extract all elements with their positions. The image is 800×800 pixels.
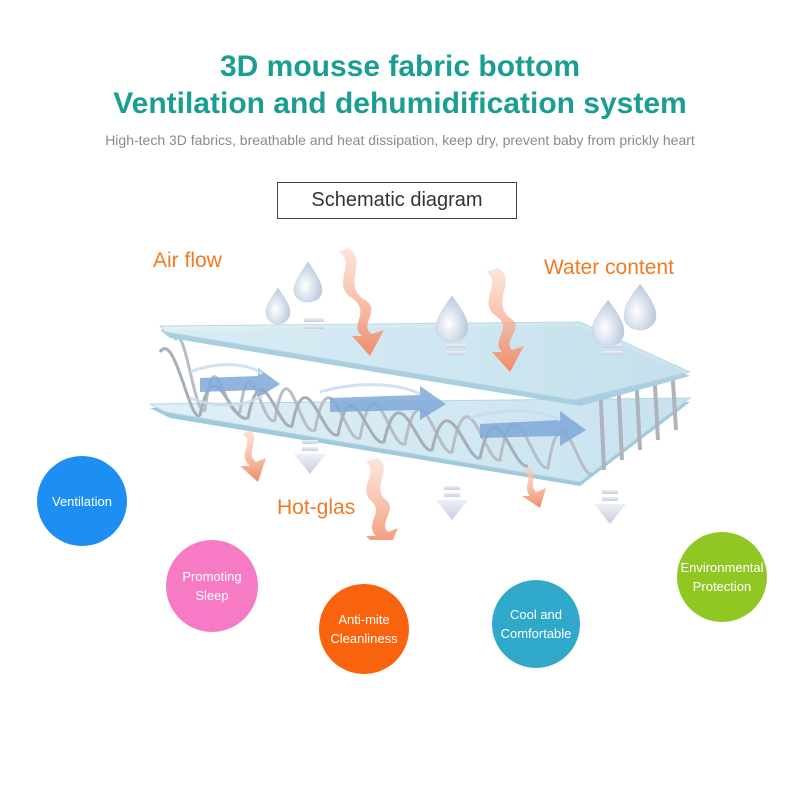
page-title-line2: Ventilation and dehumidification system — [113, 87, 687, 120]
feature-line: Protection — [692, 579, 752, 594]
water-droplets — [265, 261, 657, 347]
page-subtitle: High-tech 3D fabrics, breathable and hea… — [105, 132, 695, 148]
feature-environmental-protection: Environmental Protection — [677, 532, 767, 622]
hot-gas-label: Hot-glas — [277, 496, 356, 519]
feature-line: Ventilation — [52, 493, 112, 509]
feature-line: Cleanliness — [330, 631, 398, 646]
air-flow-label: Air flow — [153, 249, 222, 272]
feature-promoting-sleep: Promoting Sleep — [166, 540, 258, 632]
feature-line: Comfortable — [500, 626, 572, 641]
schematic-caption: Schematic diagram — [311, 189, 483, 211]
schematic-caption-box: Schematic diagram — [277, 182, 517, 219]
airflow-arrows — [189, 363, 586, 446]
feature-cool-comfortable: Cool and Comfortable — [492, 580, 580, 668]
fabric-illustration — [149, 248, 692, 540]
water-content-label: Water content — [544, 256, 674, 279]
feature-line: Sleep — [195, 588, 229, 603]
feature-line: Environmental — [680, 560, 764, 575]
feature-anti-mite: Anti-mite Cleanliness — [319, 584, 409, 674]
feature-line: Promoting — [182, 569, 242, 584]
moisture-down-arrows — [294, 318, 626, 524]
feature-line: Cool and — [509, 607, 563, 622]
feature-line: Anti-mite — [338, 612, 390, 627]
feature-ventilation: Ventilation — [37, 456, 127, 546]
hot-gas-arrows — [240, 430, 546, 540]
page-title-line1: 3D mousse fabric bottom — [219, 50, 581, 83]
air-flow-arrows — [338, 248, 524, 372]
